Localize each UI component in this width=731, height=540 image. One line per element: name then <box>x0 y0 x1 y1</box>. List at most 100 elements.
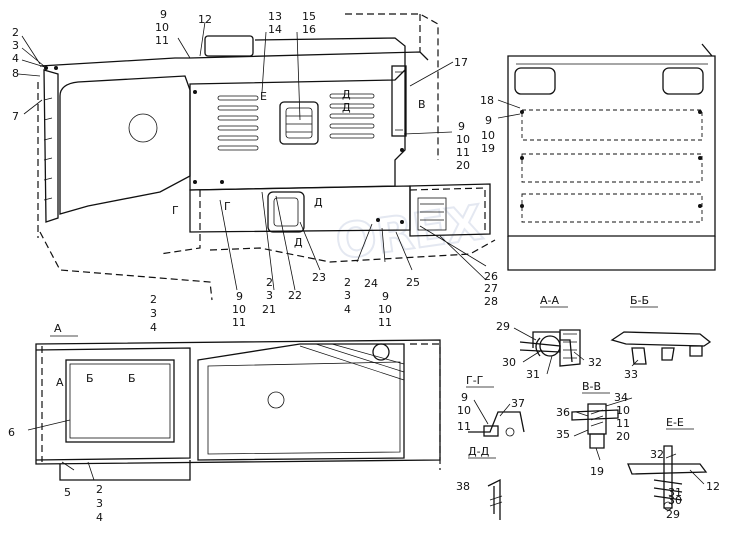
callout-15: 15 <box>302 10 316 23</box>
callout-31: 31 <box>526 368 540 381</box>
callout-11: 11 <box>616 417 630 430</box>
callout-9: 9 <box>461 391 468 404</box>
callout-10: 10 <box>456 133 470 146</box>
callout-12: 12 <box>706 480 720 493</box>
callout-23: 23 <box>312 271 326 284</box>
callout-4: 4 <box>12 52 19 65</box>
callout-24: 24 <box>364 277 378 290</box>
callout-2: 2 <box>344 276 351 289</box>
view-mark-g: Г <box>224 200 231 213</box>
callout-32: 32 <box>588 356 602 369</box>
section-ee <box>627 445 708 511</box>
view-mark-b: Б <box>86 372 94 385</box>
view-mark-v: В <box>418 98 426 111</box>
callout-2: 2 <box>150 293 157 306</box>
callout-3: 3 <box>150 307 157 320</box>
callout-31: 31 <box>668 486 682 499</box>
section-vv <box>571 397 633 461</box>
watermark: OREX <box>332 195 486 271</box>
callout-7: 7 <box>12 110 19 123</box>
callout-2: 2 <box>96 483 103 496</box>
callout-20: 20 <box>616 430 630 443</box>
view-mark-g: Г <box>172 204 179 217</box>
callout-4: 4 <box>150 321 157 334</box>
callout-9: 9 <box>382 290 389 303</box>
section-title-ee: Е-Е <box>666 416 684 429</box>
view-mark-b: Б <box>128 372 136 385</box>
callout-22: 22 <box>288 289 302 302</box>
callout-33: 33 <box>624 368 638 381</box>
callout-3: 3 <box>266 289 273 302</box>
callout-11: 11 <box>232 316 246 329</box>
callout-2: 2 <box>12 26 19 39</box>
callout-29: 29 <box>496 320 510 333</box>
view-mark-a: А <box>54 322 62 335</box>
callout-18: 18 <box>480 94 494 107</box>
view-mark-d: Д <box>342 101 351 114</box>
callout-11: 11 <box>378 316 392 329</box>
view-marks: Д Д Д Д Е В Г Г А А Б Б <box>54 88 426 389</box>
callout-10: 10 <box>378 303 392 316</box>
section-title-bb: Б-Б <box>630 294 649 307</box>
callout-2: 2 <box>266 276 273 289</box>
section-title-vv: В-В <box>582 380 601 393</box>
callout-labels: 2 3 4 8 7 9 10 11 12 13 14 15 16 17 9 10… <box>8 8 720 524</box>
callout-37: 37 <box>511 397 525 410</box>
callout-30: 30 <box>502 356 516 369</box>
section-title-aa: А-А <box>540 294 559 307</box>
callout-5: 5 <box>64 486 71 499</box>
callout-28: 28 <box>484 295 498 308</box>
callout-36: 36 <box>556 406 570 419</box>
callout-27: 27 <box>484 282 498 295</box>
callout-29: 29 <box>666 508 680 521</box>
callout-9: 9 <box>160 8 167 21</box>
lower-plan-view <box>27 335 441 481</box>
callout-14: 14 <box>268 23 282 36</box>
callout-38: 38 <box>456 480 470 493</box>
callout-10: 10 <box>457 404 471 417</box>
callout-4: 4 <box>96 511 103 524</box>
callout-4: 4 <box>344 303 351 316</box>
view-mark-d: Д <box>294 236 303 249</box>
callout-25: 25 <box>406 276 420 289</box>
view-mark-d: Д <box>342 88 351 101</box>
callout-10: 10 <box>232 303 246 316</box>
section-aa <box>513 327 585 375</box>
section-gg <box>468 399 525 437</box>
callout-6: 6 <box>8 426 15 439</box>
view-mark-a: А <box>56 376 64 389</box>
callout-8: 8 <box>12 67 19 80</box>
section-dd <box>487 478 503 520</box>
callout-26: 26 <box>484 270 498 283</box>
callout-19: 19 <box>481 142 495 155</box>
view-mark-d: Д <box>314 196 323 209</box>
rear-view <box>497 43 716 271</box>
callout-11: 11 <box>155 34 169 47</box>
callout-11: 11 <box>456 146 470 159</box>
callout-10: 10 <box>616 404 630 417</box>
main-side-view <box>17 13 496 301</box>
callout-20: 20 <box>456 159 470 172</box>
callout-9: 9 <box>485 114 492 127</box>
callout-9: 9 <box>236 290 243 303</box>
section-titles: А-А Б-Б Г-Г В-В Д-Д Е-Е <box>466 294 694 459</box>
callout-30: 30 <box>668 494 682 507</box>
callout-21: 21 <box>262 303 276 316</box>
section-title-dd: Д-Д <box>468 445 490 458</box>
callout-3: 3 <box>12 39 19 52</box>
callout-16: 16 <box>302 23 316 36</box>
callout-10: 10 <box>481 129 495 142</box>
callout-19: 19 <box>590 465 604 478</box>
callout-9: 9 <box>458 120 465 133</box>
view-mark-e: Е <box>260 90 267 103</box>
callout-3: 3 <box>96 497 103 510</box>
callout-3: 3 <box>344 289 351 302</box>
callout-13: 13 <box>268 10 282 23</box>
callout-12: 12 <box>198 13 212 26</box>
section-bb <box>610 331 712 367</box>
callout-17: 17 <box>454 56 468 69</box>
callout-34: 34 <box>614 391 628 404</box>
callout-32: 32 <box>650 448 664 461</box>
callout-35: 35 <box>556 428 570 441</box>
